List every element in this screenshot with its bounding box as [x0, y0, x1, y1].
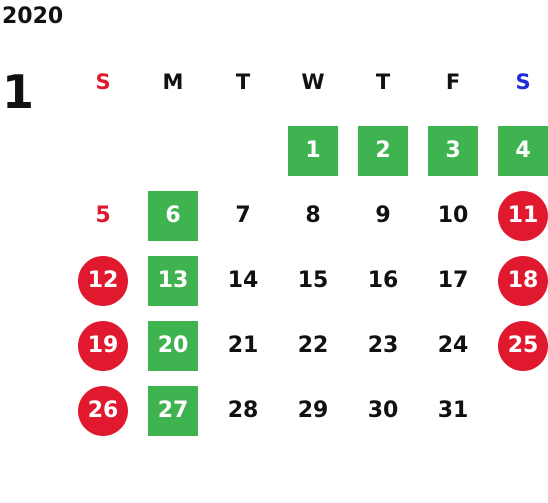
- weekday-saturday: S: [515, 70, 531, 94]
- day-15[interactable]: 15: [297, 268, 329, 293]
- day-5[interactable]: 5: [95, 203, 111, 228]
- day-23[interactable]: 23: [367, 333, 399, 358]
- weekday-header: S M T W T F S: [68, 66, 548, 98]
- day-14[interactable]: 14: [227, 268, 259, 293]
- weekday-wednesday: W: [301, 70, 325, 94]
- day-16[interactable]: 16: [367, 268, 399, 293]
- day-2[interactable]: 2: [358, 125, 408, 176]
- weekday-monday: M: [162, 70, 184, 94]
- day-26[interactable]: 26: [78, 385, 128, 436]
- day-12[interactable]: 12: [78, 255, 128, 306]
- day-18[interactable]: 18: [498, 255, 548, 306]
- day-28[interactable]: 28: [227, 398, 259, 423]
- day-3[interactable]: 3: [428, 125, 478, 176]
- weekday-thursday: T: [375, 70, 391, 94]
- day-27[interactable]: 27: [148, 385, 198, 436]
- day-1[interactable]: 1: [288, 125, 338, 176]
- weekday-friday: F: [445, 70, 461, 94]
- month-label: 1: [2, 65, 35, 119]
- day-20[interactable]: 20: [148, 320, 198, 371]
- weekday-sunday: S: [95, 70, 111, 94]
- day-17[interactable]: 17: [437, 268, 469, 293]
- day-10[interactable]: 10: [437, 203, 469, 228]
- day-30[interactable]: 30: [367, 398, 399, 423]
- day-24[interactable]: 24: [437, 333, 469, 358]
- year-label: 2020: [2, 4, 64, 29]
- day-31[interactable]: 31: [437, 398, 469, 423]
- calendar-grid: 1 2 3 4 5 6 7 8 9 10 11 12 13 14 15 16 1…: [68, 118, 548, 443]
- day-4[interactable]: 4: [498, 125, 548, 176]
- day-8[interactable]: 8: [305, 203, 321, 228]
- day-21[interactable]: 21: [227, 333, 259, 358]
- day-9[interactable]: 9: [375, 203, 391, 228]
- day-22[interactable]: 22: [297, 333, 329, 358]
- day-7[interactable]: 7: [235, 203, 251, 228]
- day-11[interactable]: 11: [498, 190, 548, 241]
- day-25[interactable]: 25: [498, 320, 548, 371]
- day-29[interactable]: 29: [297, 398, 329, 423]
- day-6[interactable]: 6: [148, 190, 198, 241]
- weekday-tuesday: T: [235, 70, 251, 94]
- day-19[interactable]: 19: [78, 320, 128, 371]
- day-13[interactable]: 13: [148, 255, 198, 306]
